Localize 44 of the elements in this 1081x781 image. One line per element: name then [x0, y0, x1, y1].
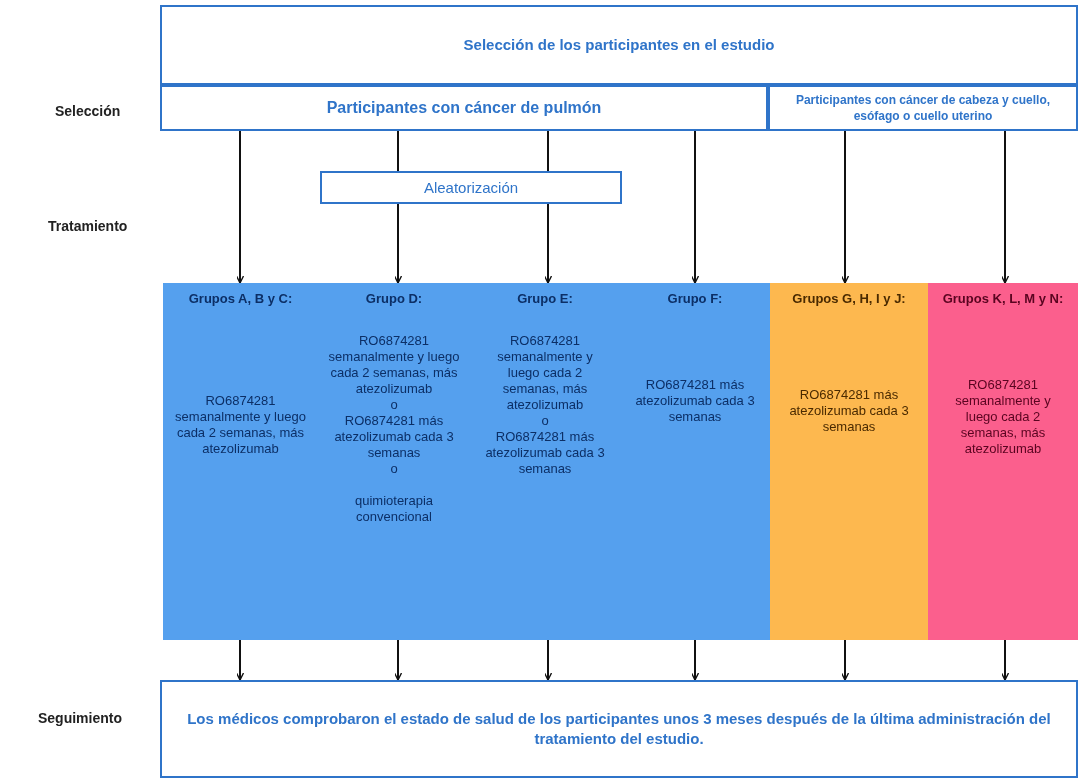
arrow	[543, 203, 553, 284]
phase-label: Selección	[55, 103, 121, 119]
step-title: Aleatorización	[423, 179, 519, 196]
treatment-text: RO6874281 más atezolizumab cada 3 semanas	[788, 387, 910, 435]
phase-label: Seguimiento	[38, 710, 122, 726]
arrow	[393, 203, 403, 284]
group-heading: Grupos K, L, M y N:	[942, 291, 1064, 307]
group-panel	[770, 283, 928, 640]
group-heading: Grupo F:	[667, 291, 723, 307]
arrow	[1000, 639, 1010, 681]
stage-box	[160, 680, 1078, 778]
treatment-text: quimioterapia convencional	[353, 493, 434, 525]
arrow	[690, 130, 700, 284]
arrow	[1000, 130, 1010, 284]
group-heading: Grupo D:	[365, 291, 423, 307]
arrow	[393, 639, 403, 681]
group-heading: Grupos A, B y C:	[188, 291, 293, 307]
arrow	[235, 639, 245, 681]
treatment-text: RO6874281 semanalmente y luego cada 2 semanas, más atezolizumab	[954, 377, 1052, 457]
arrow	[840, 639, 850, 681]
group-panel	[928, 283, 1078, 640]
stage-title: Selección de los participantes en el estudio	[463, 34, 775, 55]
stage-title: Participantes con cáncer de cabeza y cuello, esófago o cuello uterino	[794, 91, 1052, 125]
arrow	[690, 639, 700, 681]
stage-box	[160, 85, 768, 131]
treatment-text: RO6874281 semanalmente y luego cada 2 semanas, más atezolizumab	[174, 393, 307, 457]
arrow	[543, 639, 553, 681]
group-panel	[163, 283, 318, 640]
stage-title: Los médicos comprobaron el estado de salud de los participantes unos 3 meses después de la última administración del tratamiento del estudio.	[186, 708, 1052, 749]
treatment-text: o	[541, 413, 549, 429]
treatment-text: o	[390, 461, 398, 477]
process-box	[320, 171, 622, 204]
group-heading: Grupos G, H, I y J:	[792, 291, 906, 307]
treatment-text: RO6874281 más atezolizumab cada 3 semanas	[634, 377, 756, 425]
treatment-text: RO6874281 más atezolizumab cada 3 semanas	[484, 429, 606, 477]
arrow	[840, 130, 850, 284]
group-panel	[620, 283, 770, 640]
arrow	[235, 130, 245, 284]
treatment-text: o	[390, 397, 398, 413]
stage-title: Participantes con cáncer de pulmón	[326, 98, 602, 119]
phase-label: Tratamiento	[48, 218, 128, 234]
stage-box	[768, 85, 1078, 131]
group-heading: Grupo E:	[517, 291, 573, 307]
stage-box	[160, 5, 1078, 85]
